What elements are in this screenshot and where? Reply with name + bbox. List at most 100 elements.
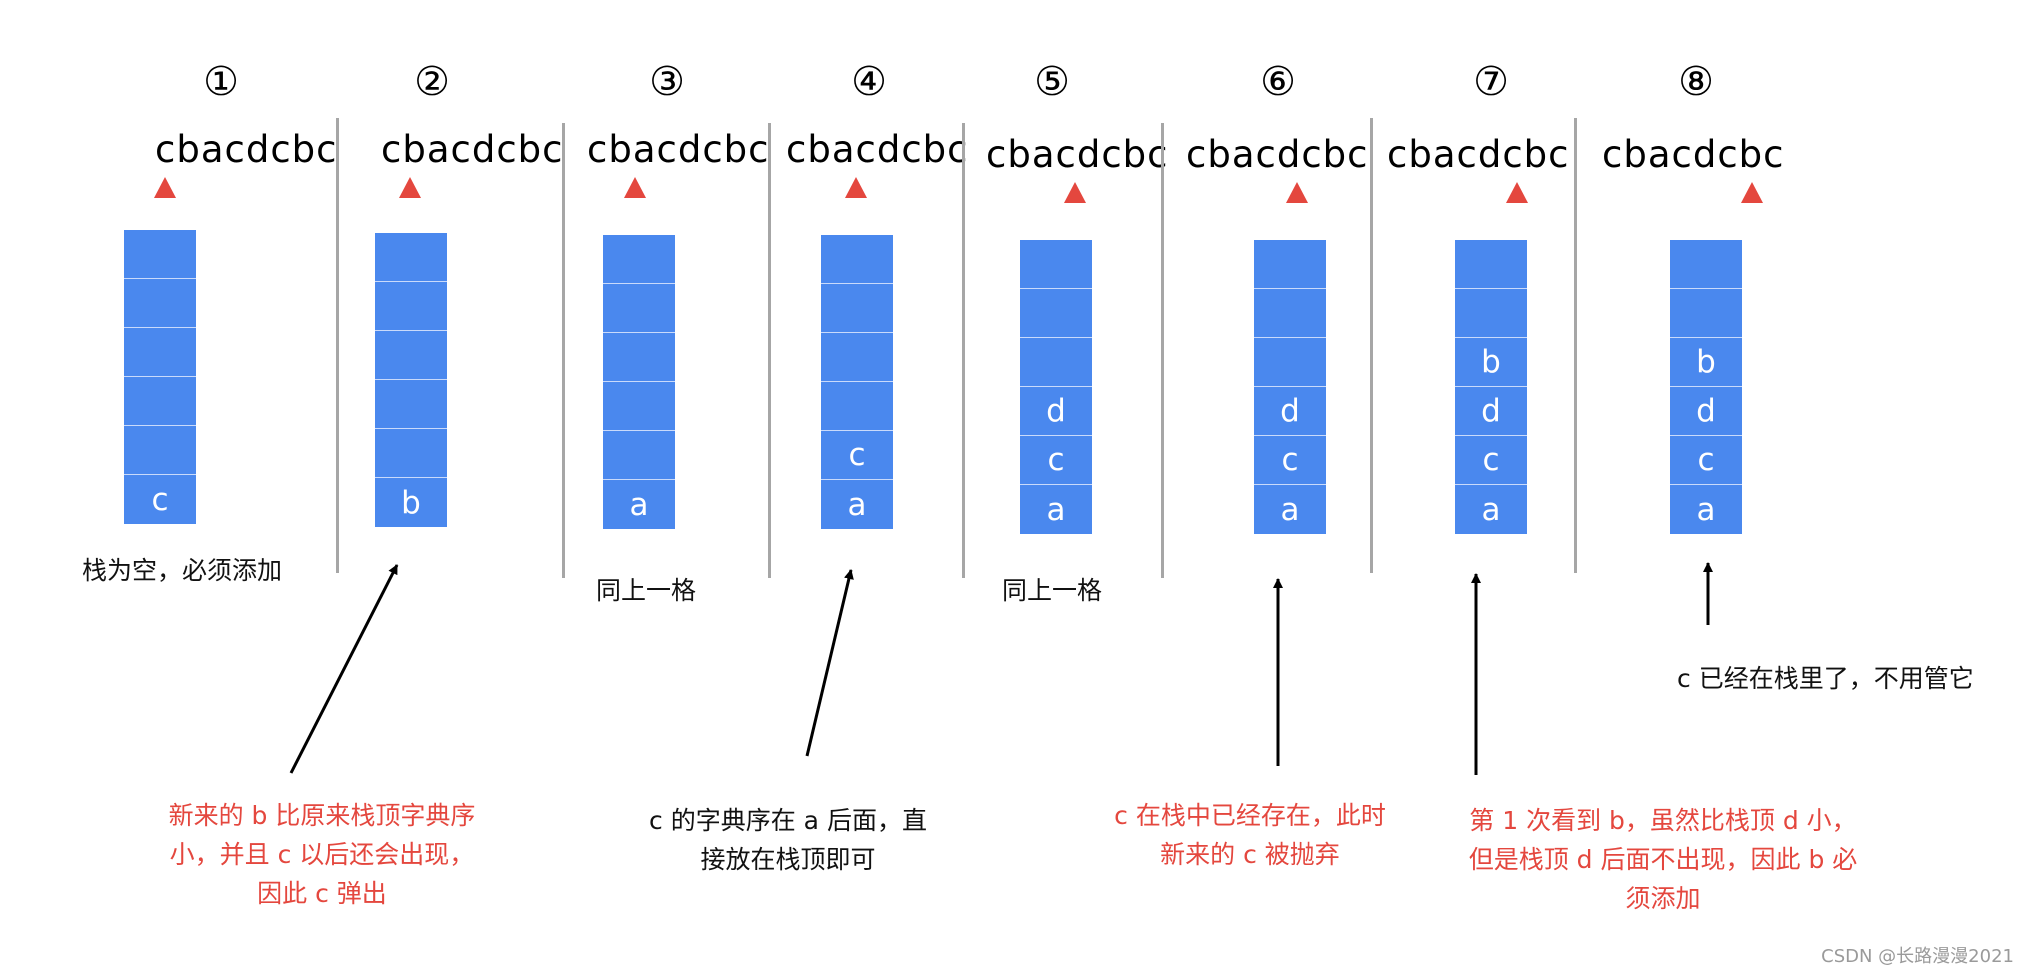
input-string-8: cbacdcbc [1602,133,1785,176]
step-divider [1574,118,1577,573]
stack-6: d c a [1254,240,1326,534]
stack-2: b [375,233,447,527]
stack-cell: a [1455,485,1527,534]
stack-cell [603,333,675,382]
input-string-4: cbacdcbc [786,128,969,171]
step-divider [562,123,565,578]
stack-3: a [603,235,675,529]
stack-cell [1254,338,1326,387]
stack-cell [124,328,196,377]
stack-cell [375,331,447,380]
note-line: 新来的 b 比原来栈顶字典序 [168,801,476,830]
stack-4: c a [821,235,893,529]
step-divider [336,118,339,573]
stack-cell: c [821,431,893,480]
stack-cell [1455,289,1527,338]
note-step-4: c 的字典序在 a 后面，直 接放在栈顶即可 [618,801,958,879]
stack-5: d c a [1020,240,1092,534]
stack-cell [1020,240,1092,289]
stack-cell [1455,240,1527,289]
stack-1: c [124,230,196,524]
stack-8: b d c a [1670,240,1742,534]
step-number-2: ② [414,59,450,105]
stack-cell [821,382,893,431]
stack-cell: a [1020,485,1092,534]
stack-cell: a [821,480,893,529]
input-string-5: cbacdcbc [986,133,1169,176]
stack-cell: c [1455,436,1527,485]
stack-cell [1020,289,1092,338]
stack-cell: a [603,480,675,529]
step-number-7: ⑦ [1473,59,1509,105]
stack-cell [124,230,196,279]
stack-cell [375,429,447,478]
stack-cell [124,426,196,475]
pointer-triangle-5 [1064,182,1086,203]
input-string-2: cbacdcbc [381,128,564,171]
pointer-triangle-3 [624,177,646,198]
step-number-5: ⑤ [1034,59,1070,105]
stack-cell [603,235,675,284]
pointer-triangle-8 [1741,182,1763,203]
stack-cell [1020,338,1092,387]
step-label-3: 同上一格 [596,576,697,605]
step-number-6: ⑥ [1260,59,1296,105]
watermark: CSDN @长路漫漫2021 [1821,946,2014,967]
stack-cell [375,233,447,282]
stack-cell: b [375,478,447,527]
pointer-triangle-4 [845,177,867,198]
stack-cell: c [1670,436,1742,485]
note-step-7: 第 1 次看到 b，虽然比栈顶 d 小， 但是栈顶 d 后面不出现，因此 b 必… [1443,801,1883,918]
stack-cell: a [1670,485,1742,534]
stack-cell [821,235,893,284]
stack-cell [124,279,196,328]
stack-cell [603,431,675,480]
stack-cell: d [1670,387,1742,436]
step-label-1: 栈为空，必须添加 [82,556,283,585]
stack-cell [124,377,196,426]
arrow-step-2 [289,564,399,774]
note-line: 第 1 次看到 b，虽然比栈顶 d 小， [1469,806,1857,835]
stack-cell: c [1254,436,1326,485]
pointer-triangle-7 [1506,182,1528,203]
stack-7: b d c a [1455,240,1527,534]
stack-cell: a [1254,485,1326,534]
input-string-1: cbacdcbc [155,128,338,171]
input-string-3: cbacdcbc [587,128,770,171]
note-line: 接放在栈顶即可 [700,845,876,874]
step-divider [768,123,771,578]
note-line: c 的字典序在 a 后面，直 [649,806,927,835]
step-divider [1370,118,1373,573]
input-string-7: cbacdcbc [1387,133,1570,176]
note-step-6: c 在栈中已经存在，此时 新来的 c 被抛弃 [1080,796,1420,874]
stack-cell: c [1020,436,1092,485]
stack-cell [375,282,447,331]
stack-cell: b [1670,338,1742,387]
note-line: 但是栈顶 d 后面不出现，因此 b 必 [1468,845,1858,874]
stack-cell: d [1020,387,1092,436]
note-line: 小，并且 c 以后还会出现， [169,840,475,869]
step-divider [962,123,965,578]
stack-cell: d [1455,387,1527,436]
stack-cell [1670,240,1742,289]
note-line: 须添加 [1625,884,1701,913]
pointer-triangle-1 [154,177,176,198]
input-string-6: cbacdcbc [1186,133,1369,176]
stack-cell: b [1455,338,1527,387]
pointer-triangle-2 [399,177,421,198]
step-number-1: ① [203,59,239,105]
note-line: 因此 c 弹出 [257,879,387,908]
step-label-8: c 已经在栈里了，不用管它 [1677,664,1974,693]
stack-cell: d [1254,387,1326,436]
step-number-4: ④ [851,59,887,105]
step-number-3: ③ [649,59,685,105]
arrow-step-4 [805,569,854,757]
pointer-triangle-6 [1286,182,1308,203]
stack-cell [1670,289,1742,338]
stack-cell [821,333,893,382]
stack-cell [603,284,675,333]
stack-cell [603,382,675,431]
note-line: 新来的 c 被抛弃 [1160,840,1340,869]
stack-cell: c [124,475,196,524]
